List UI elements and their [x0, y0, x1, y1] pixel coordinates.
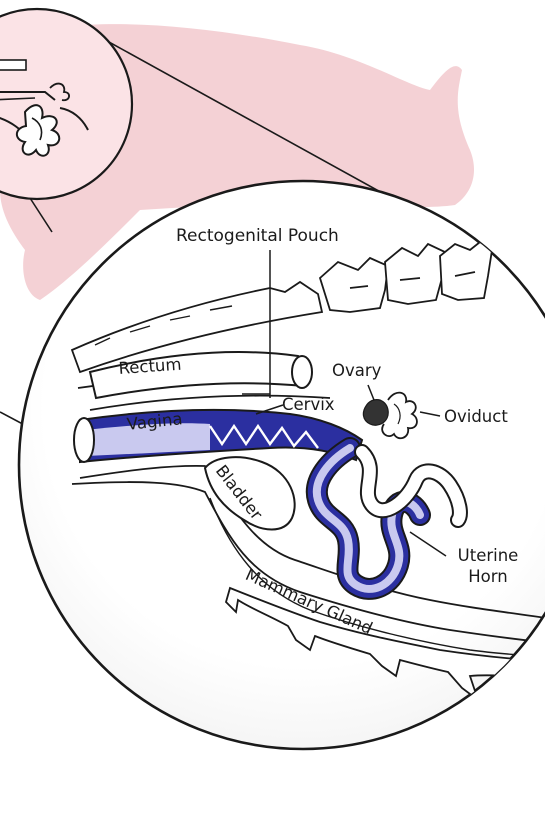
oviduct [381, 391, 418, 440]
label-uterine-horn-line2: Horn [468, 567, 508, 586]
label-oviduct: Oviduct [444, 407, 508, 426]
ovary [362, 399, 389, 426]
leader-lines [242, 250, 447, 557]
rectum [88, 351, 313, 400]
label-rectogenital-pouch: Rectogenital Pouch [176, 226, 339, 246]
uterine-horn [305, 437, 468, 600]
label-cervix: Cervix [282, 395, 335, 414]
label-uterine-horn-line1: Uterine [457, 546, 519, 565]
spine [70, 240, 493, 374]
reproductive-tract [73, 408, 364, 464]
label-rectum: Rectum [117, 354, 183, 378]
bladder [203, 456, 296, 531]
label-ovary: Ovary [332, 361, 382, 380]
inset-circle [0, 7, 134, 201]
